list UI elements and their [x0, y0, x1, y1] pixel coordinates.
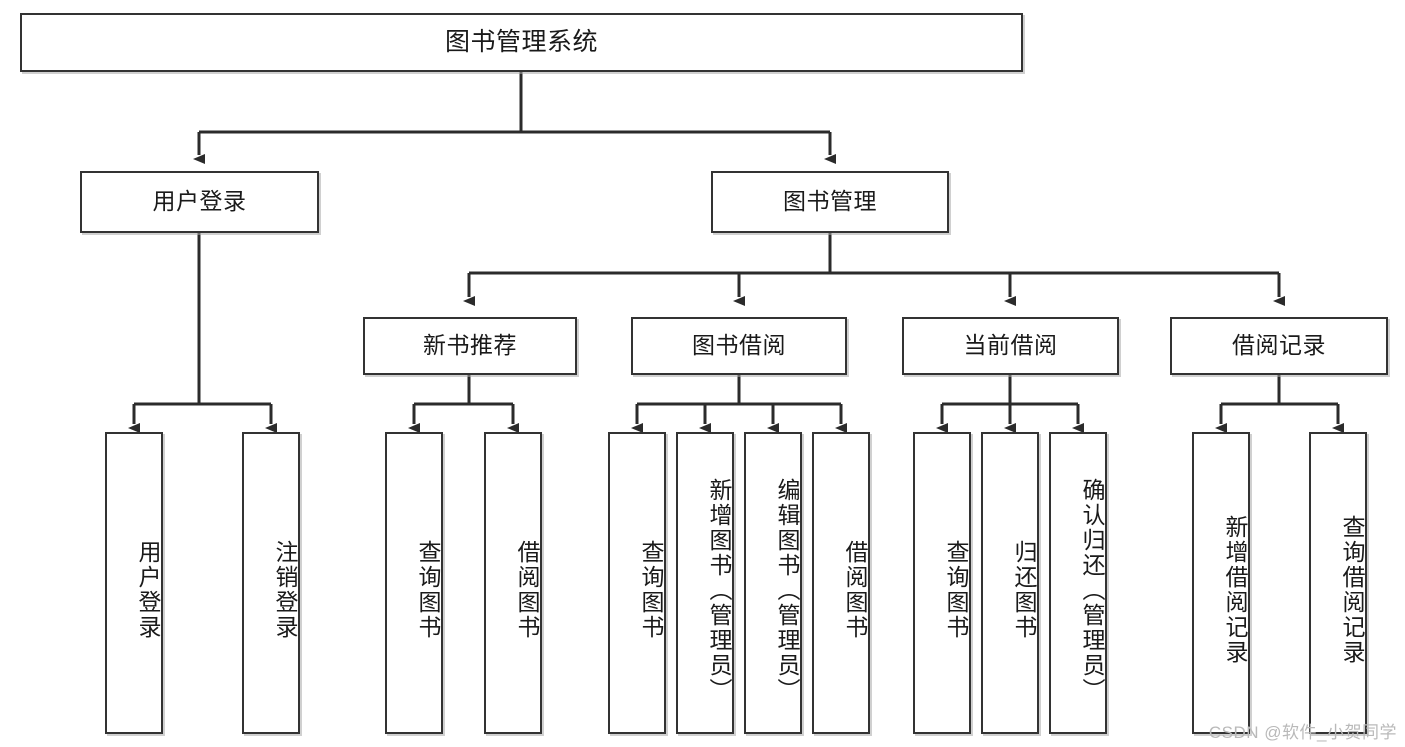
node-label: 用户登录: [152, 188, 247, 215]
leaf-user-login-login[interactable]: 用户登录: [105, 432, 163, 734]
leaf-borrow-edit-book-admin[interactable]: 编辑图书（管理员）: [744, 432, 802, 734]
leaf-user-login-logout[interactable]: 注销登录: [242, 432, 300, 734]
node-label: 借阅记录: [1232, 332, 1326, 359]
node-book-management[interactable]: 图书管理: [711, 171, 949, 233]
node-borrow-record[interactable]: 借阅记录: [1170, 317, 1388, 375]
node-label: 查询图书: [638, 540, 664, 640]
node-current-borrow[interactable]: 当前借阅: [902, 317, 1119, 375]
node-label: 借阅图书: [842, 540, 868, 640]
node-label: 注销登录: [272, 540, 298, 640]
watermark-text: CSDN @软件_小贺同学: [1208, 723, 1397, 742]
node-new-book-recommend[interactable]: 新书推荐: [363, 317, 577, 375]
node-user-login[interactable]: 用户登录: [80, 171, 319, 233]
node-label: 查询图书: [415, 540, 441, 640]
node-label: 新增借阅记录: [1222, 515, 1248, 665]
leaf-borrow-add-book-admin[interactable]: 新增图书（管理员）: [676, 432, 734, 734]
leaf-record-add-record[interactable]: 新增借阅记录: [1192, 432, 1250, 734]
node-label: 图书管理系统: [444, 27, 598, 56]
leaf-current-return-book[interactable]: 归还图书: [981, 432, 1039, 734]
leaf-current-confirm-return-admin[interactable]: 确认归还（管理员）: [1049, 432, 1107, 734]
node-label: 新书推荐: [423, 332, 517, 359]
node-label: 图书借阅: [692, 332, 786, 359]
leaf-current-query-book[interactable]: 查询图书: [913, 432, 971, 734]
node-label: 编辑图书（管理员）: [774, 477, 800, 703]
leaf-borrow-borrow-book[interactable]: 借阅图书: [812, 432, 870, 734]
leaf-borrow-query-book[interactable]: 查询图书: [608, 432, 666, 734]
node-label: 用户登录: [135, 540, 161, 640]
node-label: 查询图书: [943, 540, 969, 640]
leaf-recommend-query-book[interactable]: 查询图书: [385, 432, 443, 734]
node-book-borrow[interactable]: 图书借阅: [631, 317, 847, 375]
leaf-record-query-record[interactable]: 查询借阅记录: [1309, 432, 1367, 734]
node-label: 归还图书: [1011, 540, 1037, 640]
node-label: 新增图书（管理员）: [706, 477, 732, 703]
node-label: 当前借阅: [963, 332, 1058, 359]
node-label: 查询借阅记录: [1339, 515, 1365, 665]
leaf-recommend-borrow-book[interactable]: 借阅图书: [484, 432, 542, 734]
node-label: 确认归还（管理员）: [1079, 477, 1105, 703]
node-label: 图书管理: [783, 188, 877, 215]
node-label: 借阅图书: [514, 540, 540, 640]
node-root-system[interactable]: 图书管理系统: [20, 13, 1023, 72]
